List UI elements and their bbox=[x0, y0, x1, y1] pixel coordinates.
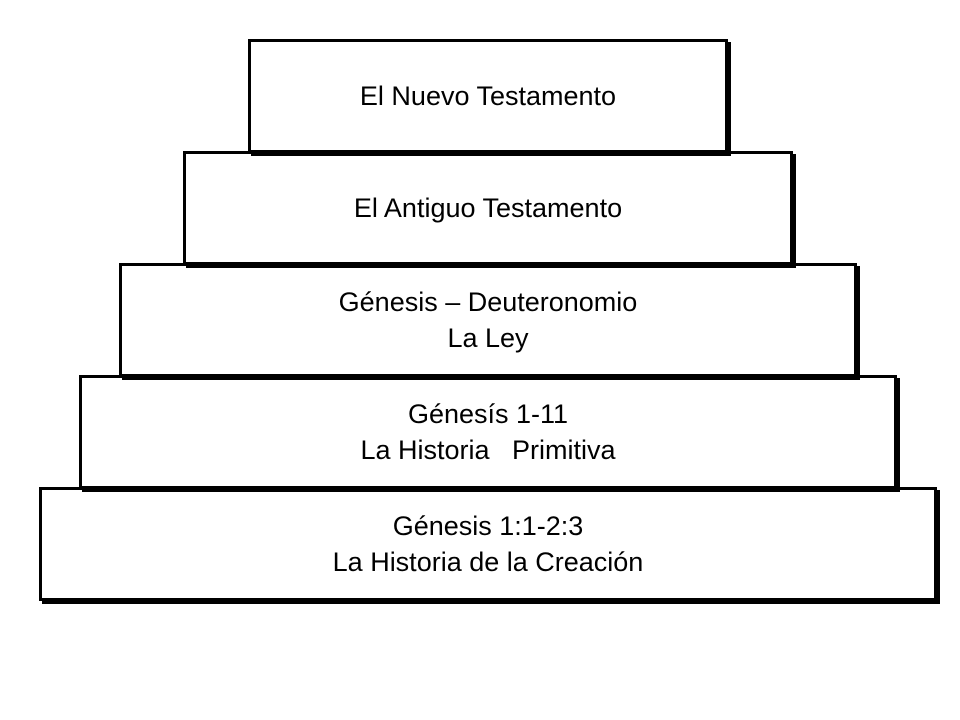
tier-the-law: Génesis – Deuteronomio La Ley bbox=[119, 263, 857, 377]
tier-4-title: La Historia Primitiva bbox=[360, 435, 616, 465]
tier-creation-story: Génesis 1:1-2:3 La Historia de la Creaci… bbox=[39, 487, 937, 601]
tier-3-title: La Ley bbox=[447, 323, 529, 353]
tier-1-title: El Nuevo Testamento bbox=[359, 81, 617, 111]
tier-primeval-history: Génesís 1-11 La Historia Primitiva bbox=[79, 375, 897, 489]
tier-5-title: La Historia de la Creación bbox=[332, 547, 644, 577]
tier-old-testament: El Antiguo Testamento bbox=[183, 151, 793, 265]
tier-5-reference: Génesis 1:1-2:3 bbox=[392, 511, 584, 541]
tier-new-testament: El Nuevo Testamento bbox=[248, 39, 728, 153]
tier-3-reference: Génesis – Deuteronomio bbox=[338, 287, 638, 317]
tier-4-reference: Génesís 1-11 bbox=[407, 399, 569, 429]
tier-2-title: El Antiguo Testamento bbox=[353, 193, 623, 223]
